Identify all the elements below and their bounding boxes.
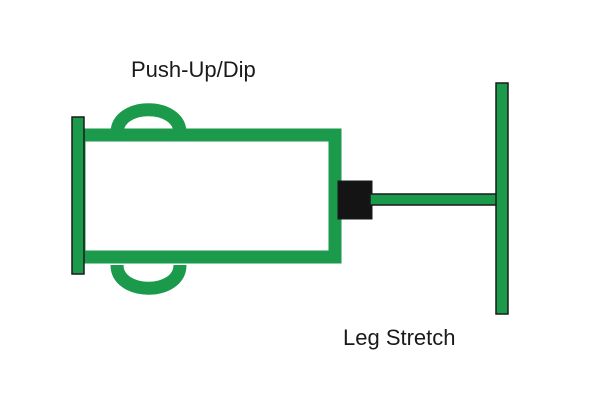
top-handle — [110, 103, 187, 135]
bottom-handle — [110, 263, 187, 295]
main-frame — [72, 128, 342, 264]
leg-stretch-horizontal-bar — [369, 193, 503, 206]
leg-stretch-label: Leg Stretch — [343, 325, 456, 350]
left-end-bar — [71, 116, 85, 275]
connector-block — [337, 180, 373, 220]
push-up-dip-label: Push-Up/Dip — [131, 57, 256, 82]
leg-stretch-t-bar — [495, 82, 509, 315]
